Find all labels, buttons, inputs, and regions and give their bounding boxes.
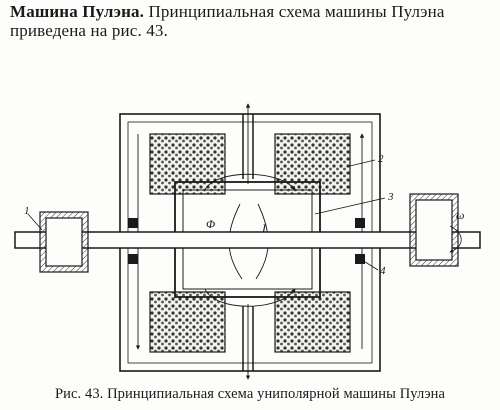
label-4: 4 [380,265,386,277]
field-coils [149,133,351,353]
leader-lines [27,159,462,271]
section-title: Машина Пулэна. [10,2,145,21]
bearings [39,193,459,273]
figure-43: 1 2 3 4 Φ I ω [10,94,490,384]
label-flux: Φ [206,217,215,231]
label-2: 2 [378,153,384,165]
label-omega: ω [456,208,464,222]
label-3: 3 [387,191,394,203]
paragraph-heading: Машина Пулэна. Принципиальная схема маши… [10,2,490,40]
label-1: 1 [24,205,30,217]
center-slot [242,114,254,371]
label-current: I [261,221,267,235]
figure-caption: Рис. 43. Принципиальная схема униполярно… [54,386,446,402]
brush-seals [128,218,365,264]
schematic-diagram: 1 2 3 4 Φ I ω [14,103,481,380]
shaft [14,231,481,249]
paragraph-text: Принципиальная схема машины Пулэна приве… [10,2,445,40]
